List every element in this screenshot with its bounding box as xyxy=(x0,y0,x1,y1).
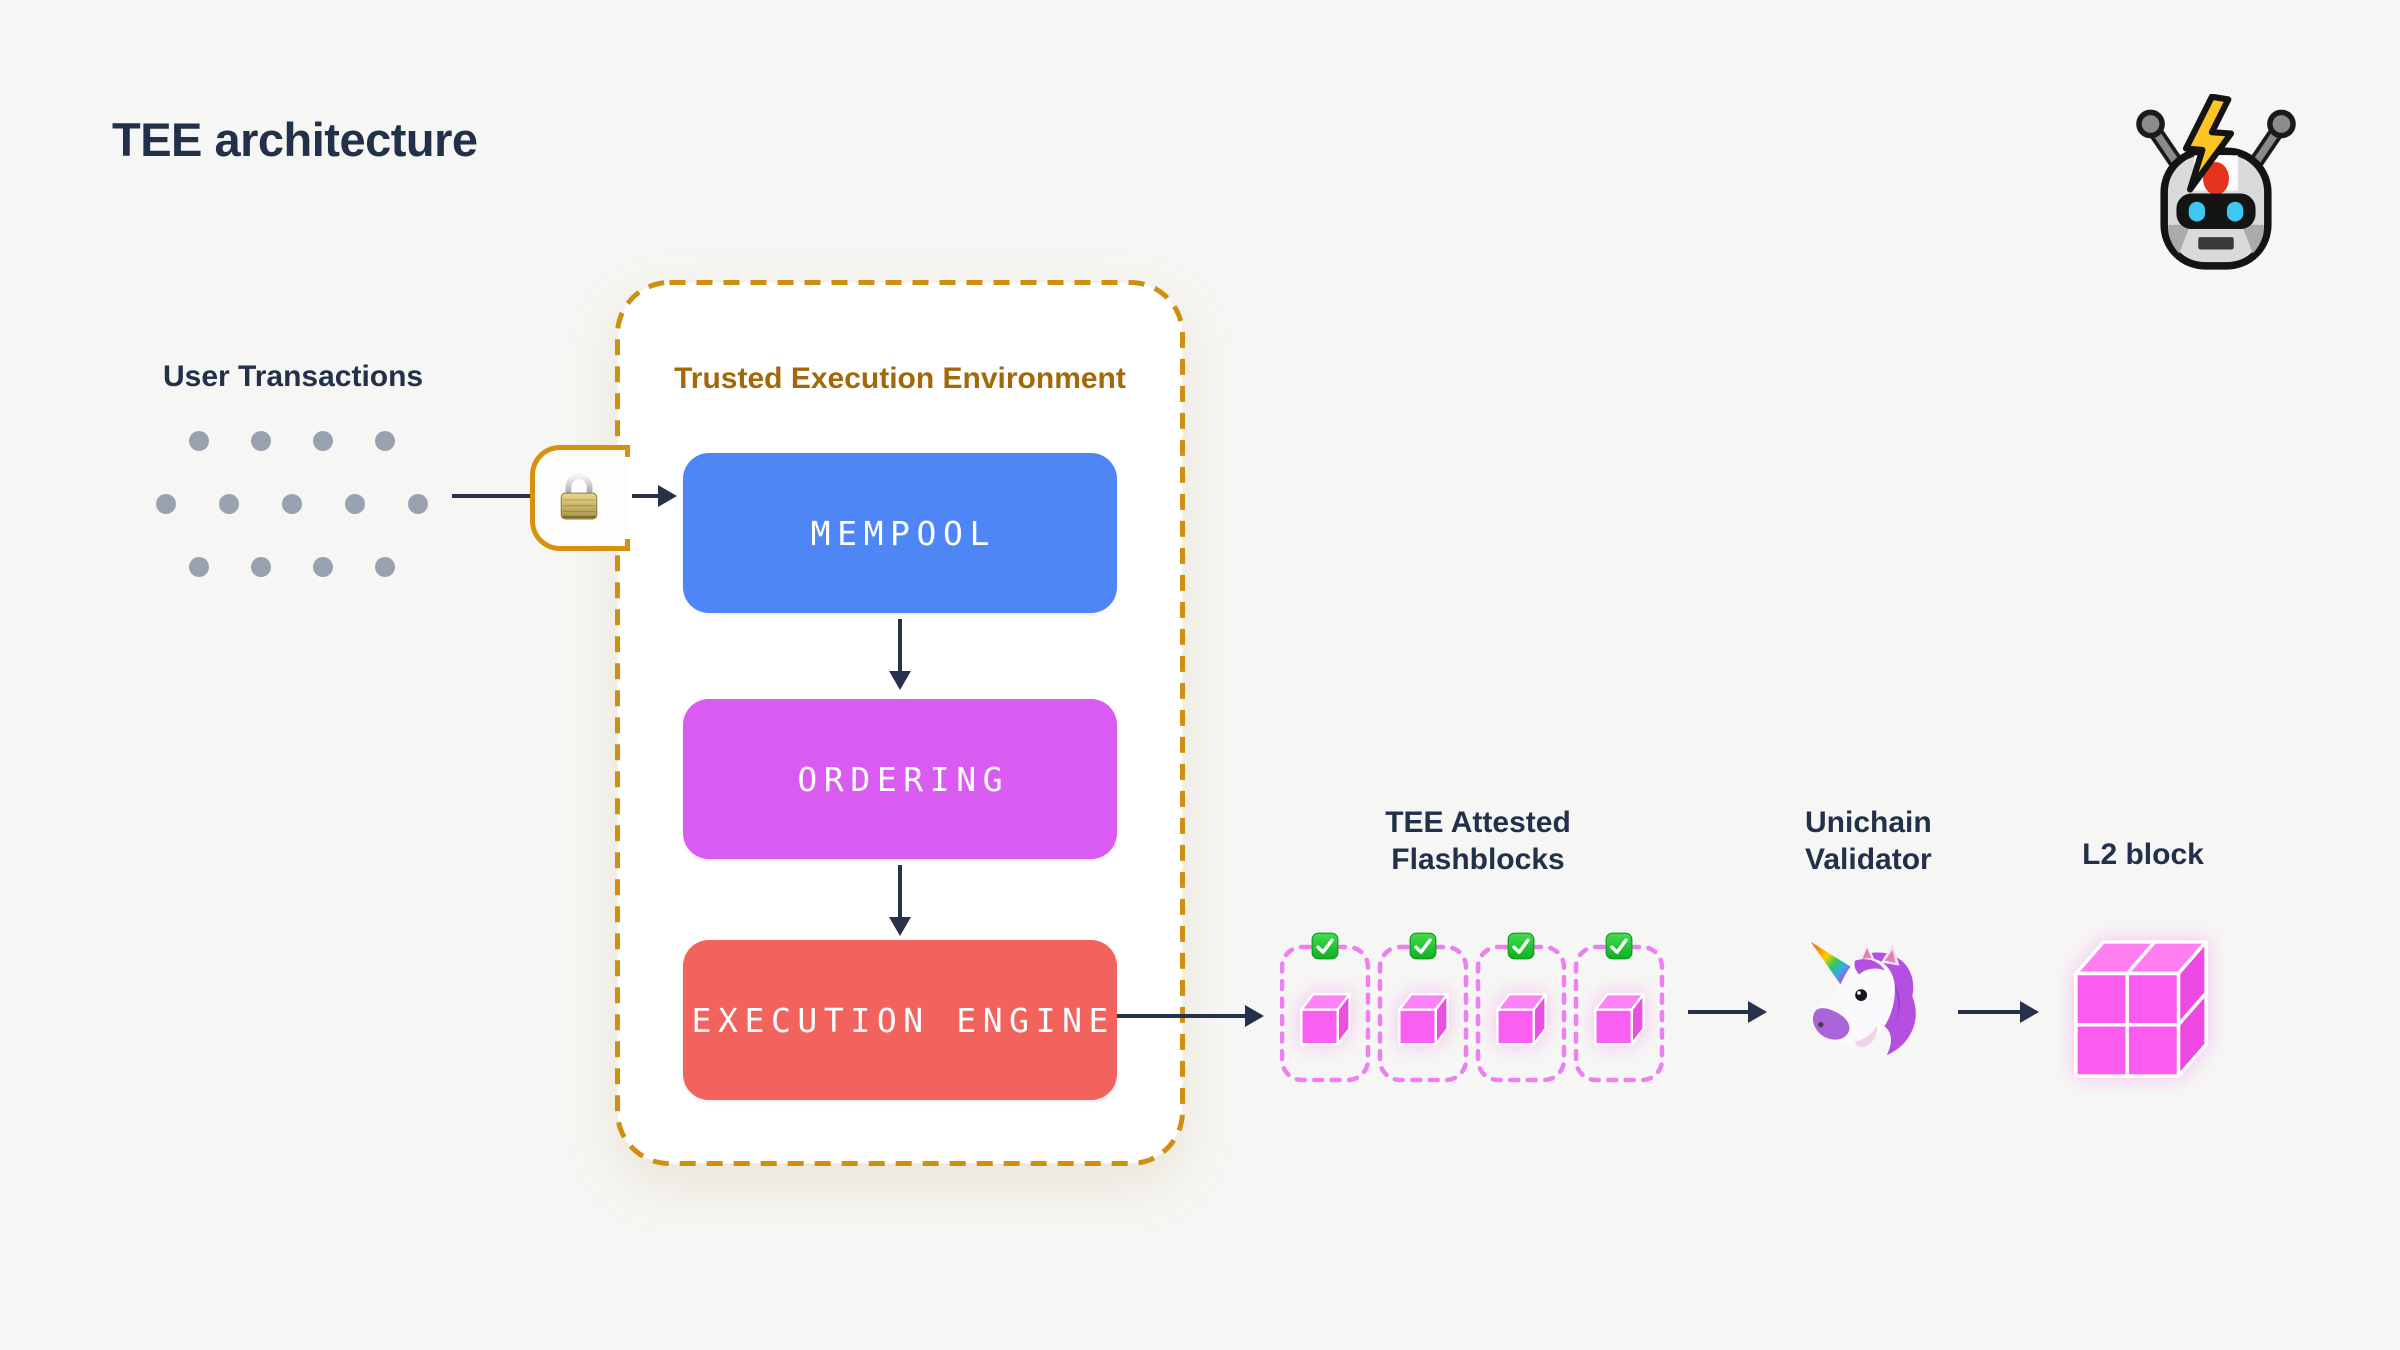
arrowhead-validator-to-l2block xyxy=(2020,1001,2039,1023)
page-title: TEE architecture xyxy=(112,113,478,166)
unicorn-horn xyxy=(1810,941,1856,988)
l2-cube-icon xyxy=(2074,940,2208,1078)
l2-block-label: L2 block xyxy=(2082,838,2204,871)
transaction-dot xyxy=(251,431,271,451)
transaction-dot xyxy=(219,494,239,514)
arrow-execution-to-flashblocks xyxy=(1117,1014,1245,1018)
stage-label-execution-engine: EXECUTION ENGINE xyxy=(691,1000,1116,1040)
transaction-dot xyxy=(313,557,333,577)
stage-box-execution-engine: EXECUTION ENGINE xyxy=(683,940,1117,1100)
transaction-dot xyxy=(189,557,209,577)
validator-label: Unichain Validator xyxy=(1805,804,1932,878)
stage-box-mempool: MEMPOOL xyxy=(683,453,1117,613)
arrowhead-flashblocks-to-validator xyxy=(1748,1001,1767,1023)
arrow-flashblocks-to-validator xyxy=(1688,1010,1748,1014)
robot-lightning-icon xyxy=(2136,94,2296,270)
user-transactions-label: User Transactions xyxy=(163,360,424,393)
transaction-dot xyxy=(345,494,365,514)
transaction-dot xyxy=(408,494,428,514)
transaction-dot xyxy=(156,494,176,514)
transaction-dot xyxy=(375,557,395,577)
arrowhead-lock-to-mempool xyxy=(658,485,677,507)
flashblocks-label-line1: TEE Attested xyxy=(1385,806,1571,839)
pink-cube-icon xyxy=(1493,986,1549,1046)
lightning-bolt-icon xyxy=(2182,94,2235,193)
tee-title: Trusted Execution Environment xyxy=(674,362,1126,395)
transaction-dot xyxy=(313,431,333,451)
green-check-icon xyxy=(1507,932,1535,960)
arrow-dots-to-lock xyxy=(452,494,530,498)
arrowhead-mempool-to-ordering xyxy=(889,671,911,690)
flashblocks-label: TEE Attested Flashblocks xyxy=(1318,804,1638,878)
validator-label-line1: Unichain xyxy=(1805,806,1932,839)
stage-label-mempool: MEMPOOL xyxy=(810,513,996,553)
stage-box-ordering: ORDERING xyxy=(683,699,1117,859)
arrowhead-execution-to-flashblocks xyxy=(1245,1005,1264,1027)
transaction-dot xyxy=(282,494,302,514)
arrow-mempool-to-ordering xyxy=(898,619,902,671)
pink-cube-icon xyxy=(1395,986,1451,1046)
flashblocks-label-line2: Flashblocks xyxy=(1391,843,1565,876)
arrow-lock-to-mempool xyxy=(632,494,660,498)
padlock-icon xyxy=(560,473,598,520)
arrow-validator-to-l2block xyxy=(1958,1010,2020,1014)
green-check-icon xyxy=(1605,932,1633,960)
transaction-dot xyxy=(189,431,209,451)
unicorn-icon xyxy=(1810,941,1916,1056)
transaction-dot xyxy=(251,557,271,577)
validator-label-line2: Validator xyxy=(1805,843,1932,876)
transaction-dot xyxy=(375,431,395,451)
robot-antennae xyxy=(2136,109,2296,173)
stage-label-ordering: ORDERING xyxy=(797,759,1010,799)
green-check-icon xyxy=(1311,932,1339,960)
arrow-ordering-to-execution xyxy=(898,865,902,917)
arrowhead-ordering-to-execution xyxy=(889,917,911,936)
pink-cube-icon xyxy=(1297,986,1353,1046)
green-check-icon xyxy=(1409,932,1437,960)
pink-cube-icon xyxy=(1591,986,1647,1046)
